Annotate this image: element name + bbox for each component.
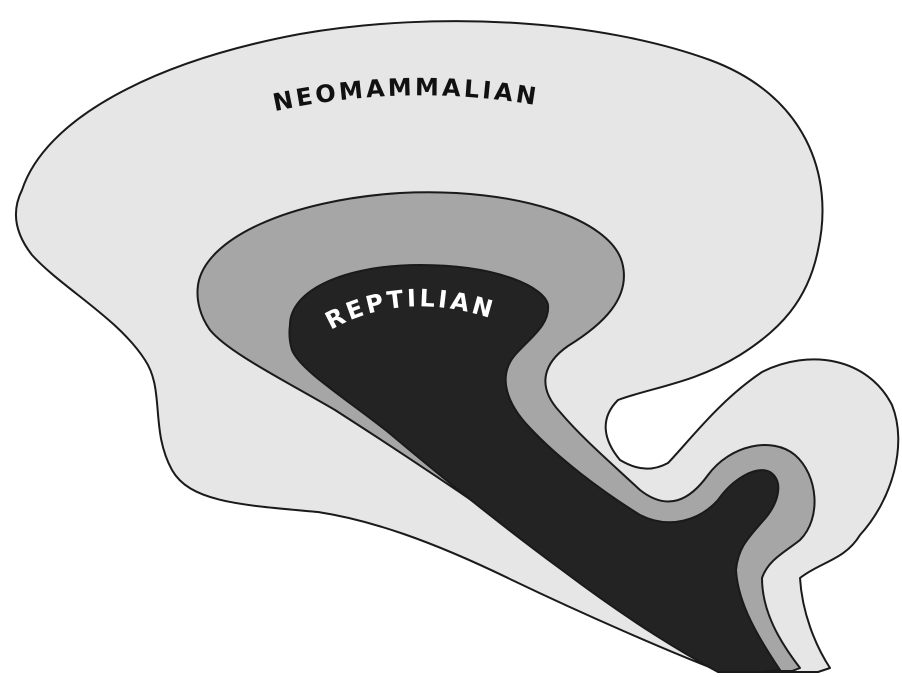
- triune-brain-diagram: NEOMAMMALIAN REPTILIAN: [0, 0, 902, 677]
